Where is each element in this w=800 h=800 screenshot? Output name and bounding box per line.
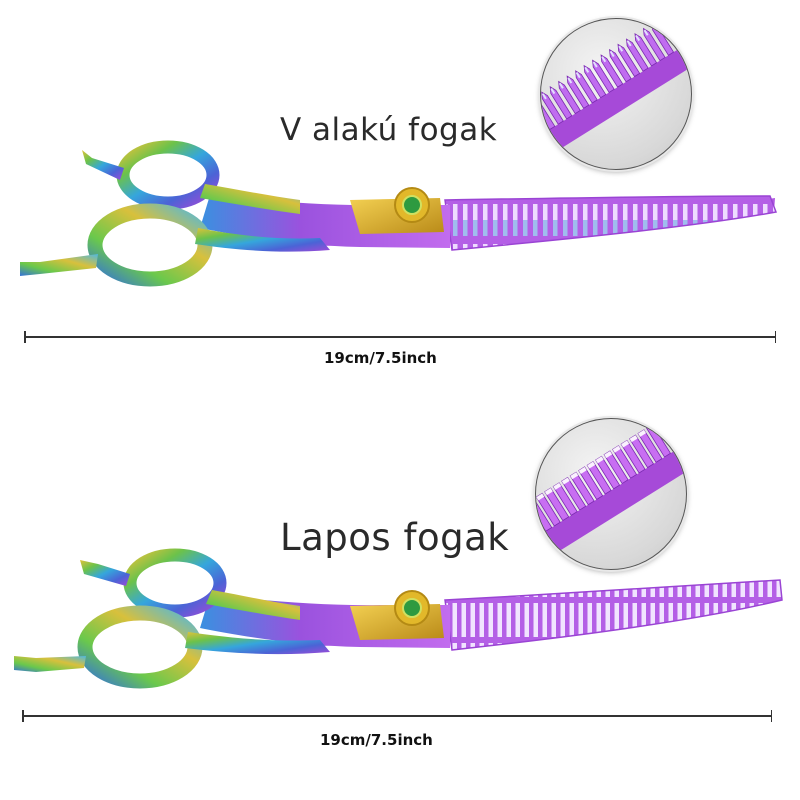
v-teeth-closeup	[541, 22, 691, 154]
product-flat-teeth: Lapos fogak 19cm/7.5inch	[0, 400, 800, 800]
ruler-tick-left	[22, 710, 24, 722]
lower-shank	[195, 228, 330, 252]
lower-thumb-ring	[77, 605, 203, 689]
ruler-tick-left	[24, 331, 26, 343]
scissors-flat-teeth-image	[14, 548, 783, 689]
upper-shank	[206, 590, 300, 620]
length-ruler	[22, 710, 772, 722]
teeth-zoom-inset	[535, 418, 687, 570]
length-ruler	[24, 331, 776, 343]
ruler-tick-right	[770, 710, 772, 722]
upper-tang	[82, 150, 124, 180]
upper-finger-ring	[123, 548, 227, 618]
teeth-type-label: V alakú fogak	[280, 112, 498, 148]
pivot-screw-center	[402, 195, 422, 215]
length-label: 19cm/7.5inch	[324, 349, 437, 367]
upper-finger-ring	[116, 140, 220, 210]
lower-tang	[14, 656, 86, 672]
length-label: 19cm/7.5inch	[320, 731, 433, 749]
flat-teeth-closeup	[536, 423, 686, 557]
product-v-teeth: V alakú fogak 19cm/7.5inch	[20, 18, 778, 367]
lower-shank	[185, 632, 330, 655]
scissors-v-teeth-image	[20, 140, 778, 287]
upper-shank	[200, 184, 300, 214]
pivot-screw-center	[402, 598, 422, 618]
ruler-tick-right	[774, 331, 776, 343]
teeth-type-label: Lapos fogak	[280, 516, 510, 559]
teeth-zoom-inset	[540, 18, 692, 170]
ruler-line	[24, 336, 776, 338]
ruler-line	[22, 715, 772, 717]
lower-tang	[20, 254, 98, 276]
blade-teeth	[444, 579, 783, 651]
lower-thumb-ring	[87, 203, 213, 287]
upper-tang	[80, 560, 130, 586]
blade-teeth	[444, 195, 778, 251]
